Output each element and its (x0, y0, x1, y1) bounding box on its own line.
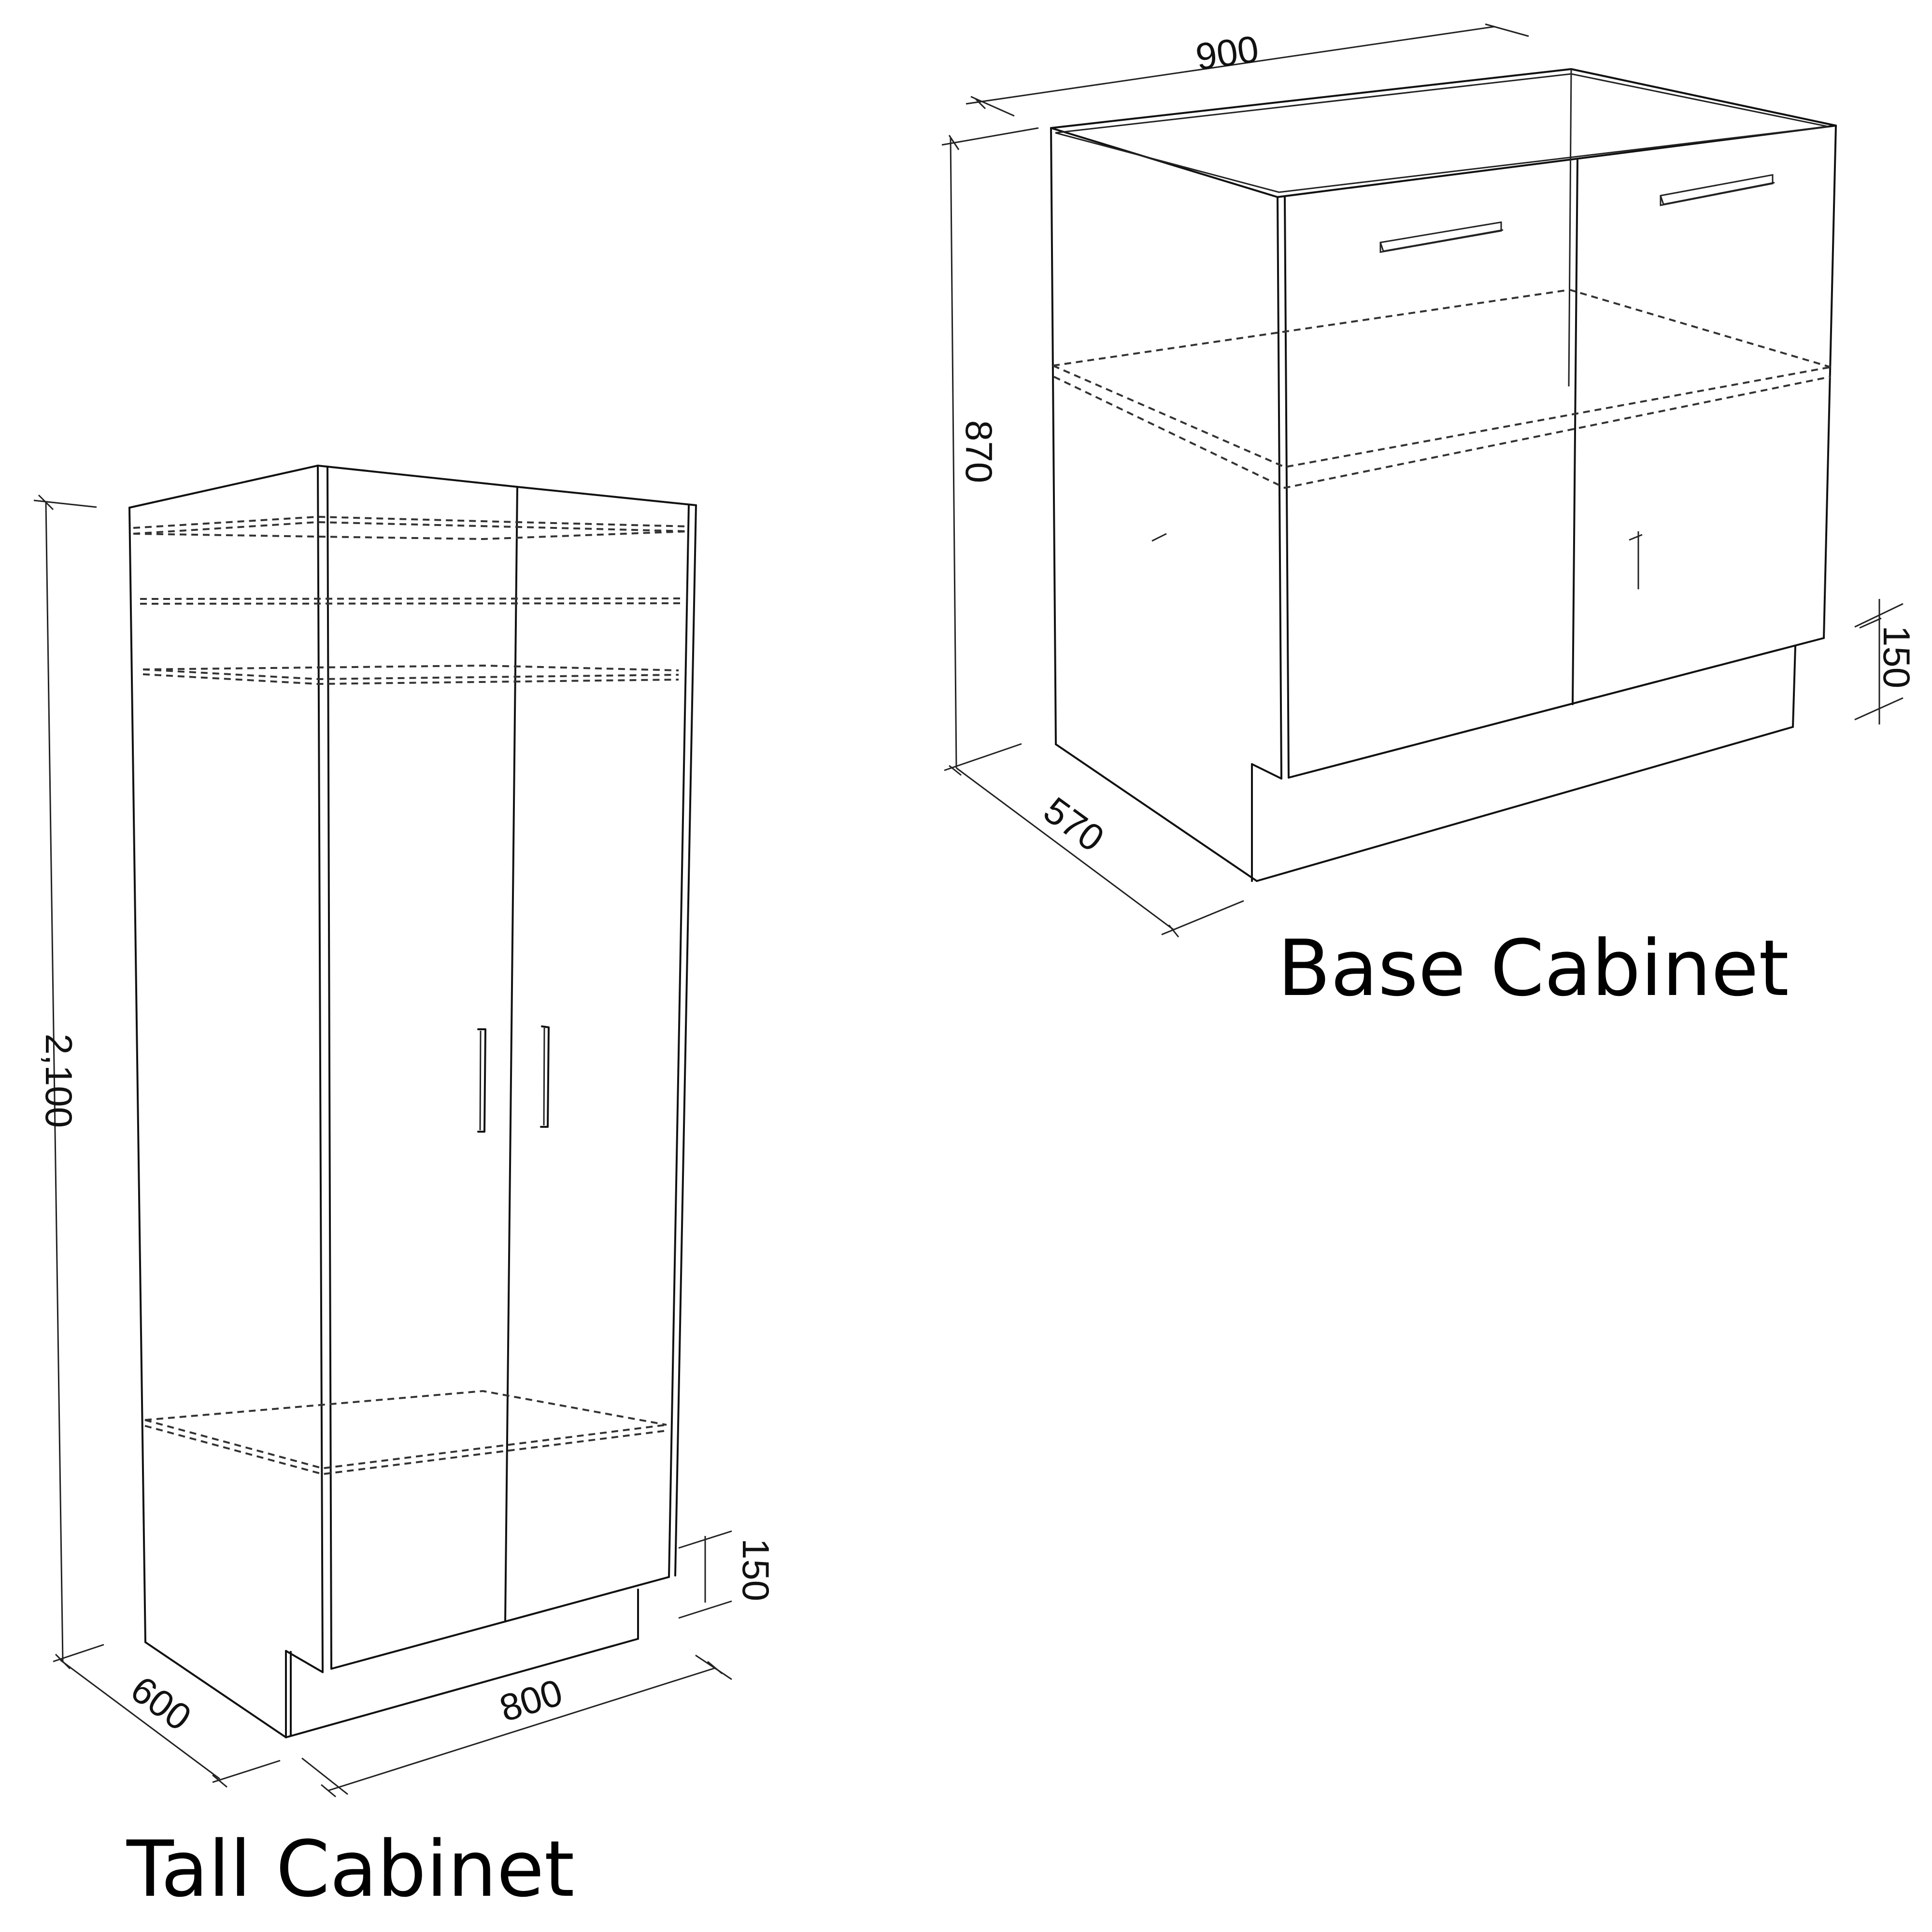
tall-cabinet-drawing: 2,100 600 800 150 (33, 465, 777, 1798)
base-door-handle-left (1379, 221, 1504, 253)
tall-shelf-4 (144, 1390, 667, 1476)
base-width-dimension (966, 23, 1529, 117)
base-cabinet-drawing: 900 870 570 150 (941, 23, 1918, 938)
base-side-back-edge (1050, 127, 1057, 745)
base-height-label: 870 (958, 420, 1000, 483)
tall-side-bottom-edge (144, 1641, 287, 1738)
base-door-split (1572, 159, 1578, 705)
base-plinth-label: 150 (1875, 625, 1918, 688)
base-shelf (1052, 288, 1831, 489)
base-depth-dimension (956, 767, 1244, 938)
tall-shelf-3 (142, 664, 679, 685)
tall-shelf-1 (133, 515, 689, 540)
tall-depth-dimension (60, 1659, 281, 1788)
tall-width-dimension (301, 1654, 732, 1798)
tall-door-handle-right (540, 1025, 550, 1128)
tall-shelf-2 (140, 597, 685, 605)
base-plinth-dimension-right (1854, 599, 1904, 724)
tall-plinth-dimension (678, 1530, 732, 1619)
base-height-dimension (941, 127, 1039, 776)
tall-width-label: 800 (495, 1671, 567, 1730)
tall-height-label: 2,100 (38, 1034, 80, 1128)
base-width-label: 900 (1193, 28, 1261, 78)
base-cabinet-title: Base Cabinet (1278, 923, 1789, 1013)
base-depth-label: 570 (1036, 789, 1112, 860)
tall-plinth-label: 150 (735, 1538, 777, 1601)
base-plinth-dimension (1151, 531, 1882, 629)
tall-depth-label: 600 (123, 1668, 199, 1739)
base-door-handle-right (1660, 174, 1775, 206)
tall-cabinet-title: Tall Cabinet (127, 1824, 575, 1914)
tall-side-back-edge (128, 507, 146, 1643)
tall-top-front-edge (317, 465, 697, 506)
tall-top-left-edge (128, 465, 319, 509)
tall-door-handle-left (477, 1028, 486, 1133)
